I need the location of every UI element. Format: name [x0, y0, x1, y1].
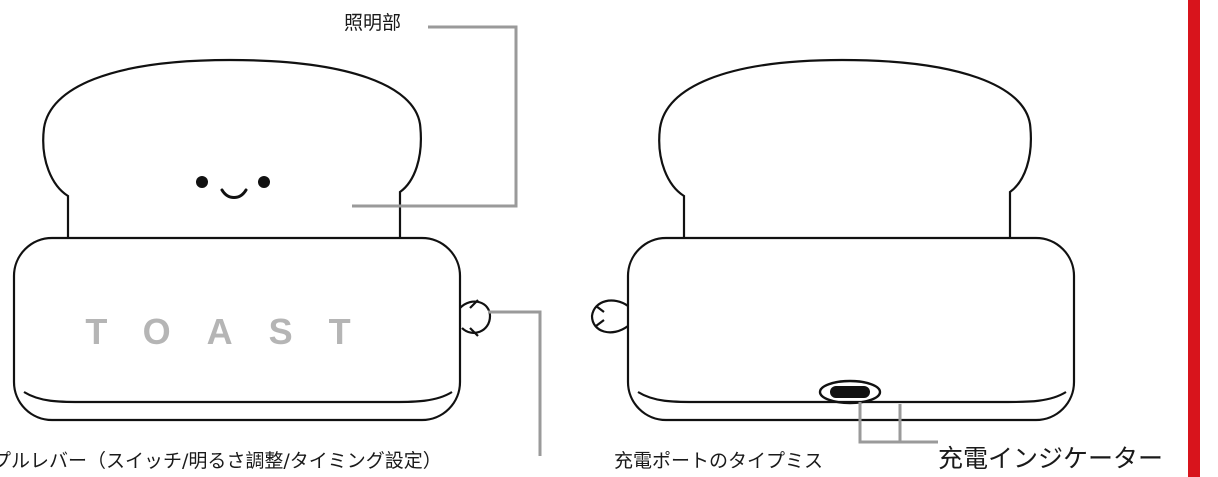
leader-indicator: [898, 404, 938, 444]
leader-charging-port: [858, 402, 914, 444]
right-eye: [258, 176, 270, 188]
leader-lines: [352, 25, 938, 456]
front-bread-top: [42, 58, 422, 248]
callout-pull-lever-label: プルレバー（スイッチ/明るさ調整/タイミング設定）: [0, 450, 442, 472]
leader-pull-lever: [488, 310, 542, 456]
back-bread-top: [658, 58, 1032, 248]
toast-face: [196, 176, 270, 199]
back-pull-lever: [590, 299, 629, 334]
accent-red-bar: [1188, 0, 1200, 477]
callout-charging-port-label: 充電ポートのタイプミス: [614, 450, 824, 472]
callout-charge-indicator-label: 充電インジケーター: [938, 444, 1164, 473]
left-eye: [196, 176, 208, 188]
callout-lighting-label: 照明部: [344, 12, 402, 34]
leader-lighting: [352, 25, 518, 208]
front-toaster-body: [12, 236, 462, 422]
front-base-line: [23, 391, 453, 404]
smile: [220, 188, 248, 199]
front-pull-lever: [459, 299, 492, 337]
back-view: [590, 58, 1076, 422]
back-toaster-body: [626, 236, 1076, 422]
front-view: [12, 58, 492, 422]
charging-port: [818, 379, 882, 405]
toast-body-text: TOAST: [85, 311, 386, 352]
